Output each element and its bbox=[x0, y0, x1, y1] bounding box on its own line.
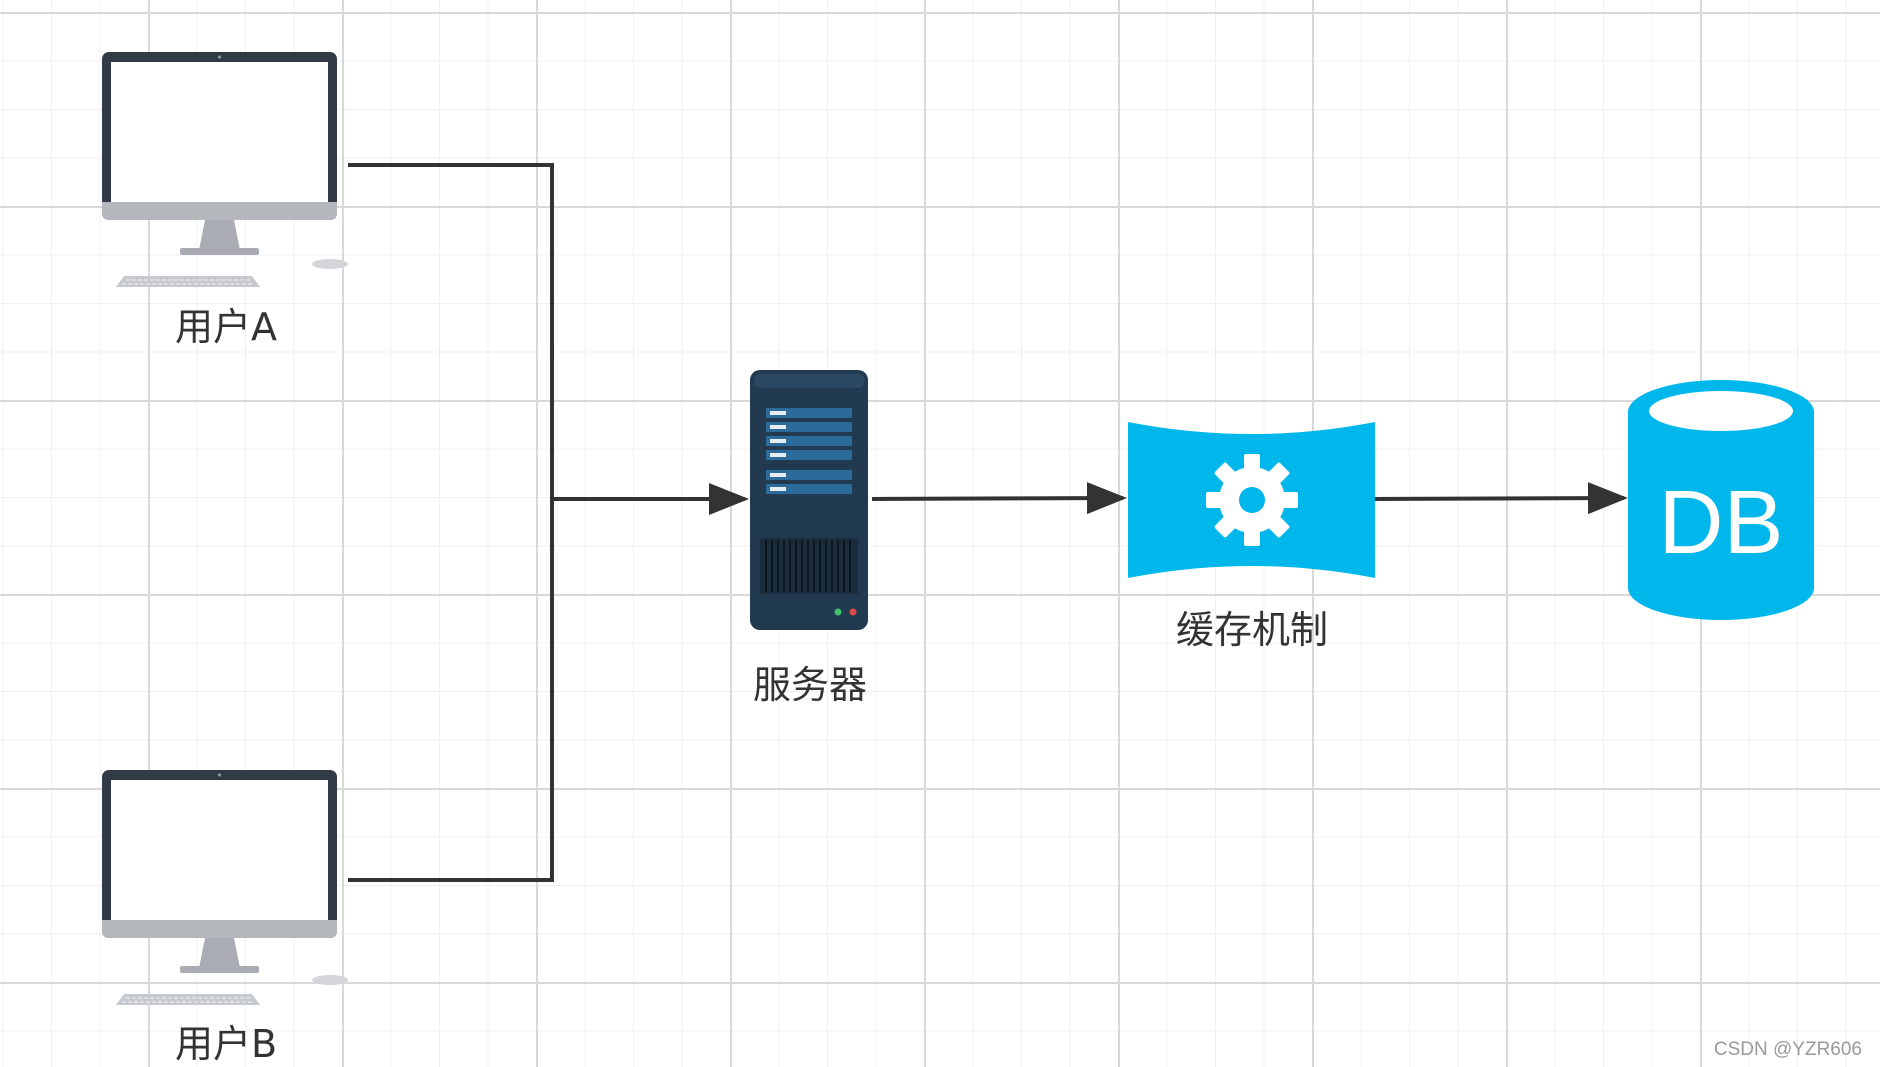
desktop-computer-icon bbox=[102, 52, 348, 287]
server-label: 服务器 bbox=[753, 663, 867, 707]
database-label: DB bbox=[1658, 473, 1783, 573]
edge-user-a-to-server bbox=[348, 163, 554, 498]
gear-icon bbox=[1206, 454, 1298, 546]
cache-label: 缓存机制 bbox=[1176, 608, 1328, 652]
edge-user-b-to-server bbox=[348, 498, 554, 882]
edge-cache-to-database bbox=[1373, 482, 1628, 515]
server-rack-icon bbox=[750, 370, 868, 630]
database-cylinder-icon bbox=[1628, 380, 1814, 620]
node-cache[interactable] bbox=[1128, 422, 1375, 578]
watermark: CSDN @YZR606 bbox=[1714, 1039, 1862, 1060]
desktop-computer-icon bbox=[102, 770, 348, 1005]
user-a-label: 用户A bbox=[175, 305, 277, 349]
node-user-b[interactable] bbox=[102, 770, 348, 1005]
connectors bbox=[348, 163, 1628, 882]
node-database[interactable]: DB bbox=[1628, 380, 1814, 620]
node-server[interactable] bbox=[750, 370, 868, 630]
edge-server-to-cache bbox=[871, 482, 1127, 515]
user-b-label: 用户B bbox=[175, 1022, 277, 1066]
node-user-a[interactable] bbox=[102, 52, 348, 287]
